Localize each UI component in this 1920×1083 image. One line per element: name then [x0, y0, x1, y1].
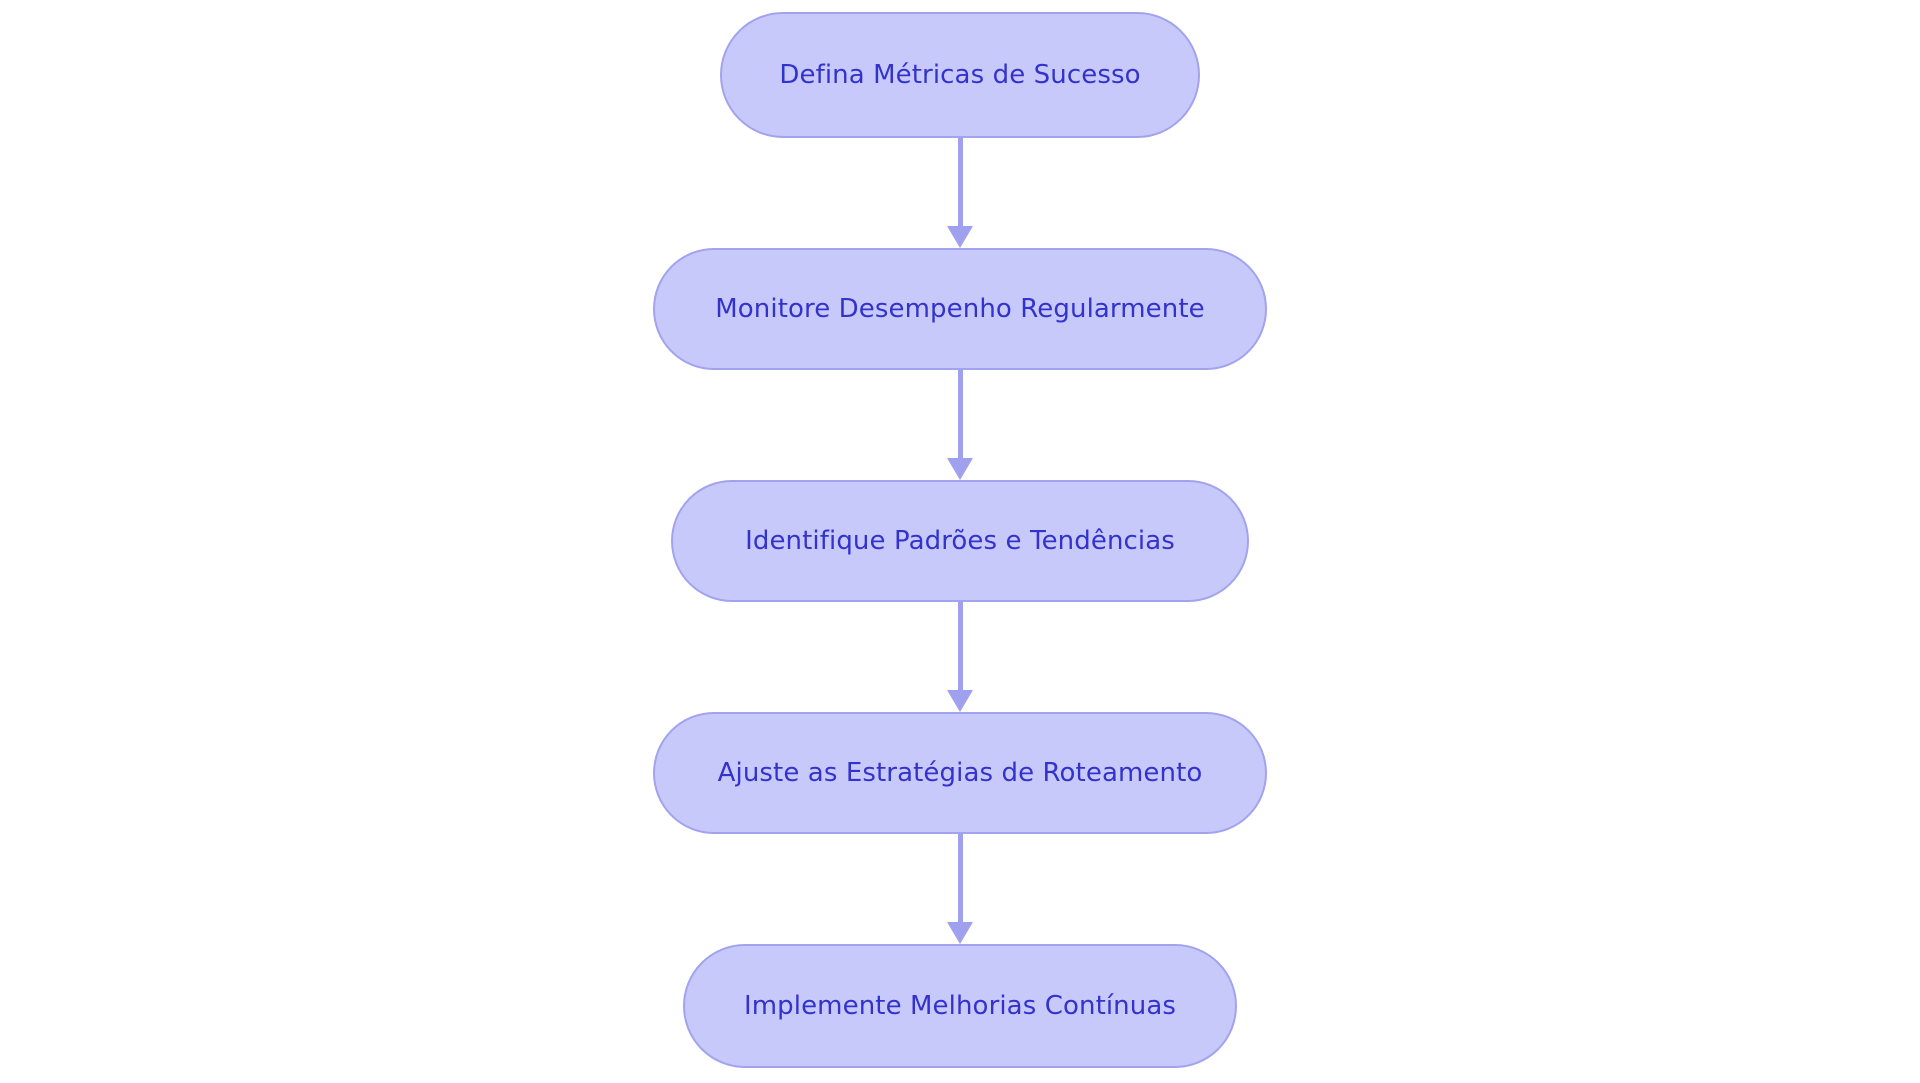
flowchart-node-1-label: Defina Métricas de Sucesso [779, 60, 1141, 90]
edge-line-icon [957, 602, 963, 691]
flowchart-node-2[interactable]: Monitore Desempenho Regularmente [653, 248, 1267, 370]
flowchart-node-5[interactable]: Implemente Melhorias Contínuas [683, 944, 1237, 1068]
flowchart-node-3-label: Identifique Padrões e Tendências [745, 526, 1175, 556]
flowchart-node-4[interactable]: Ajuste as Estratégias de Roteamento [653, 712, 1267, 834]
flowchart-node-1[interactable]: Defina Métricas de Sucesso [720, 12, 1200, 138]
arrow-down-icon [947, 226, 973, 248]
flowchart-edge-2-to-3 [940, 370, 980, 480]
flowchart-node-3[interactable]: Identifique Padrões e Tendências [671, 480, 1249, 602]
flowchart-edge-3-to-4 [940, 602, 980, 712]
edge-line-icon [957, 834, 963, 923]
edge-line-icon [957, 138, 963, 227]
arrow-down-icon [947, 458, 973, 480]
edge-line-icon [957, 370, 963, 459]
flowchart-node-4-label: Ajuste as Estratégias de Roteamento [717, 758, 1203, 788]
arrow-down-icon [947, 922, 973, 944]
flowchart-edge-4-to-5 [940, 834, 980, 944]
flowchart-node-5-label: Implemente Melhorias Contínuas [743, 991, 1177, 1021]
arrow-down-icon [947, 690, 973, 712]
flowchart-edge-1-to-2 [940, 138, 980, 248]
flowchart-node-2-label: Monitore Desempenho Regularmente [715, 294, 1205, 324]
